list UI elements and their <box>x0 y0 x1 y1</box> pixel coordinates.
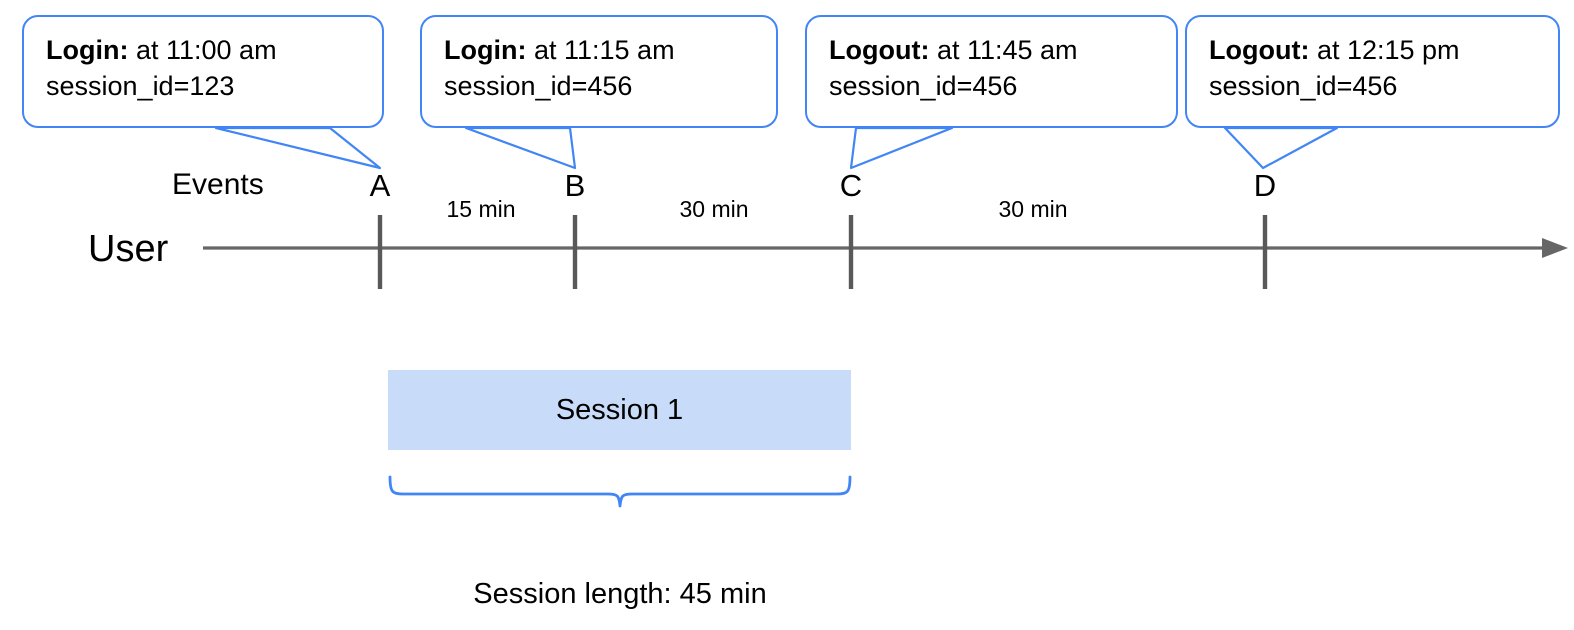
callout-d-rest: at 12:15 pm <box>1309 35 1460 65</box>
callout-tail-d <box>1223 126 1339 170</box>
callout-tail-a <box>214 126 382 170</box>
marker-label-d: D <box>1253 168 1277 203</box>
interval-label-c-d: 30 min <box>998 196 1068 222</box>
callout-a-lead: Login: <box>46 35 129 65</box>
interval-label-b-c: 30 min <box>679 196 749 222</box>
callout-c-rest: at 11:45 am <box>929 35 1078 65</box>
callout-event-c: Logout: at 11:45 am session_id=456 <box>805 15 1178 128</box>
callout-b-lead: Login: <box>444 35 527 65</box>
user-lane-label: User <box>88 228 169 270</box>
callout-a-line2: session_id=123 <box>46 70 235 101</box>
timeline-axis-arrow-icon <box>1542 238 1568 258</box>
marker-label-c: C <box>839 168 863 203</box>
session-span-brace <box>388 475 852 508</box>
callout-c-line2: session_id=456 <box>829 70 1018 101</box>
session-bar-1: Session 1 <box>388 370 851 450</box>
callout-d-line2: session_id=456 <box>1209 70 1398 101</box>
session-length-caption: Session length: 45 min <box>473 578 767 610</box>
callout-tail-c <box>849 126 954 170</box>
callout-b-rest: at 11:15 am <box>526 35 675 65</box>
interval-label-a-b: 15 min <box>446 196 516 222</box>
callout-event-b: Login: at 11:15 am session_id=456 <box>420 15 778 128</box>
callout-tail-b <box>464 126 577 170</box>
callout-c-lead: Logout: <box>829 35 930 65</box>
events-lane-label: Events <box>172 168 264 201</box>
marker-label-a: A <box>369 168 391 203</box>
callout-d-lead: Logout: <box>1209 35 1310 65</box>
marker-label-b: B <box>564 168 586 203</box>
callout-event-a: Login: at 11:00 am session_id=123 <box>22 15 384 128</box>
session-bar-label: Session 1 <box>555 393 684 426</box>
callout-b-line2: session_id=456 <box>444 70 633 101</box>
callout-event-d: Logout: at 12:15 pm session_id=456 <box>1185 15 1560 128</box>
callout-a-rest: at 11:00 am <box>128 35 277 65</box>
